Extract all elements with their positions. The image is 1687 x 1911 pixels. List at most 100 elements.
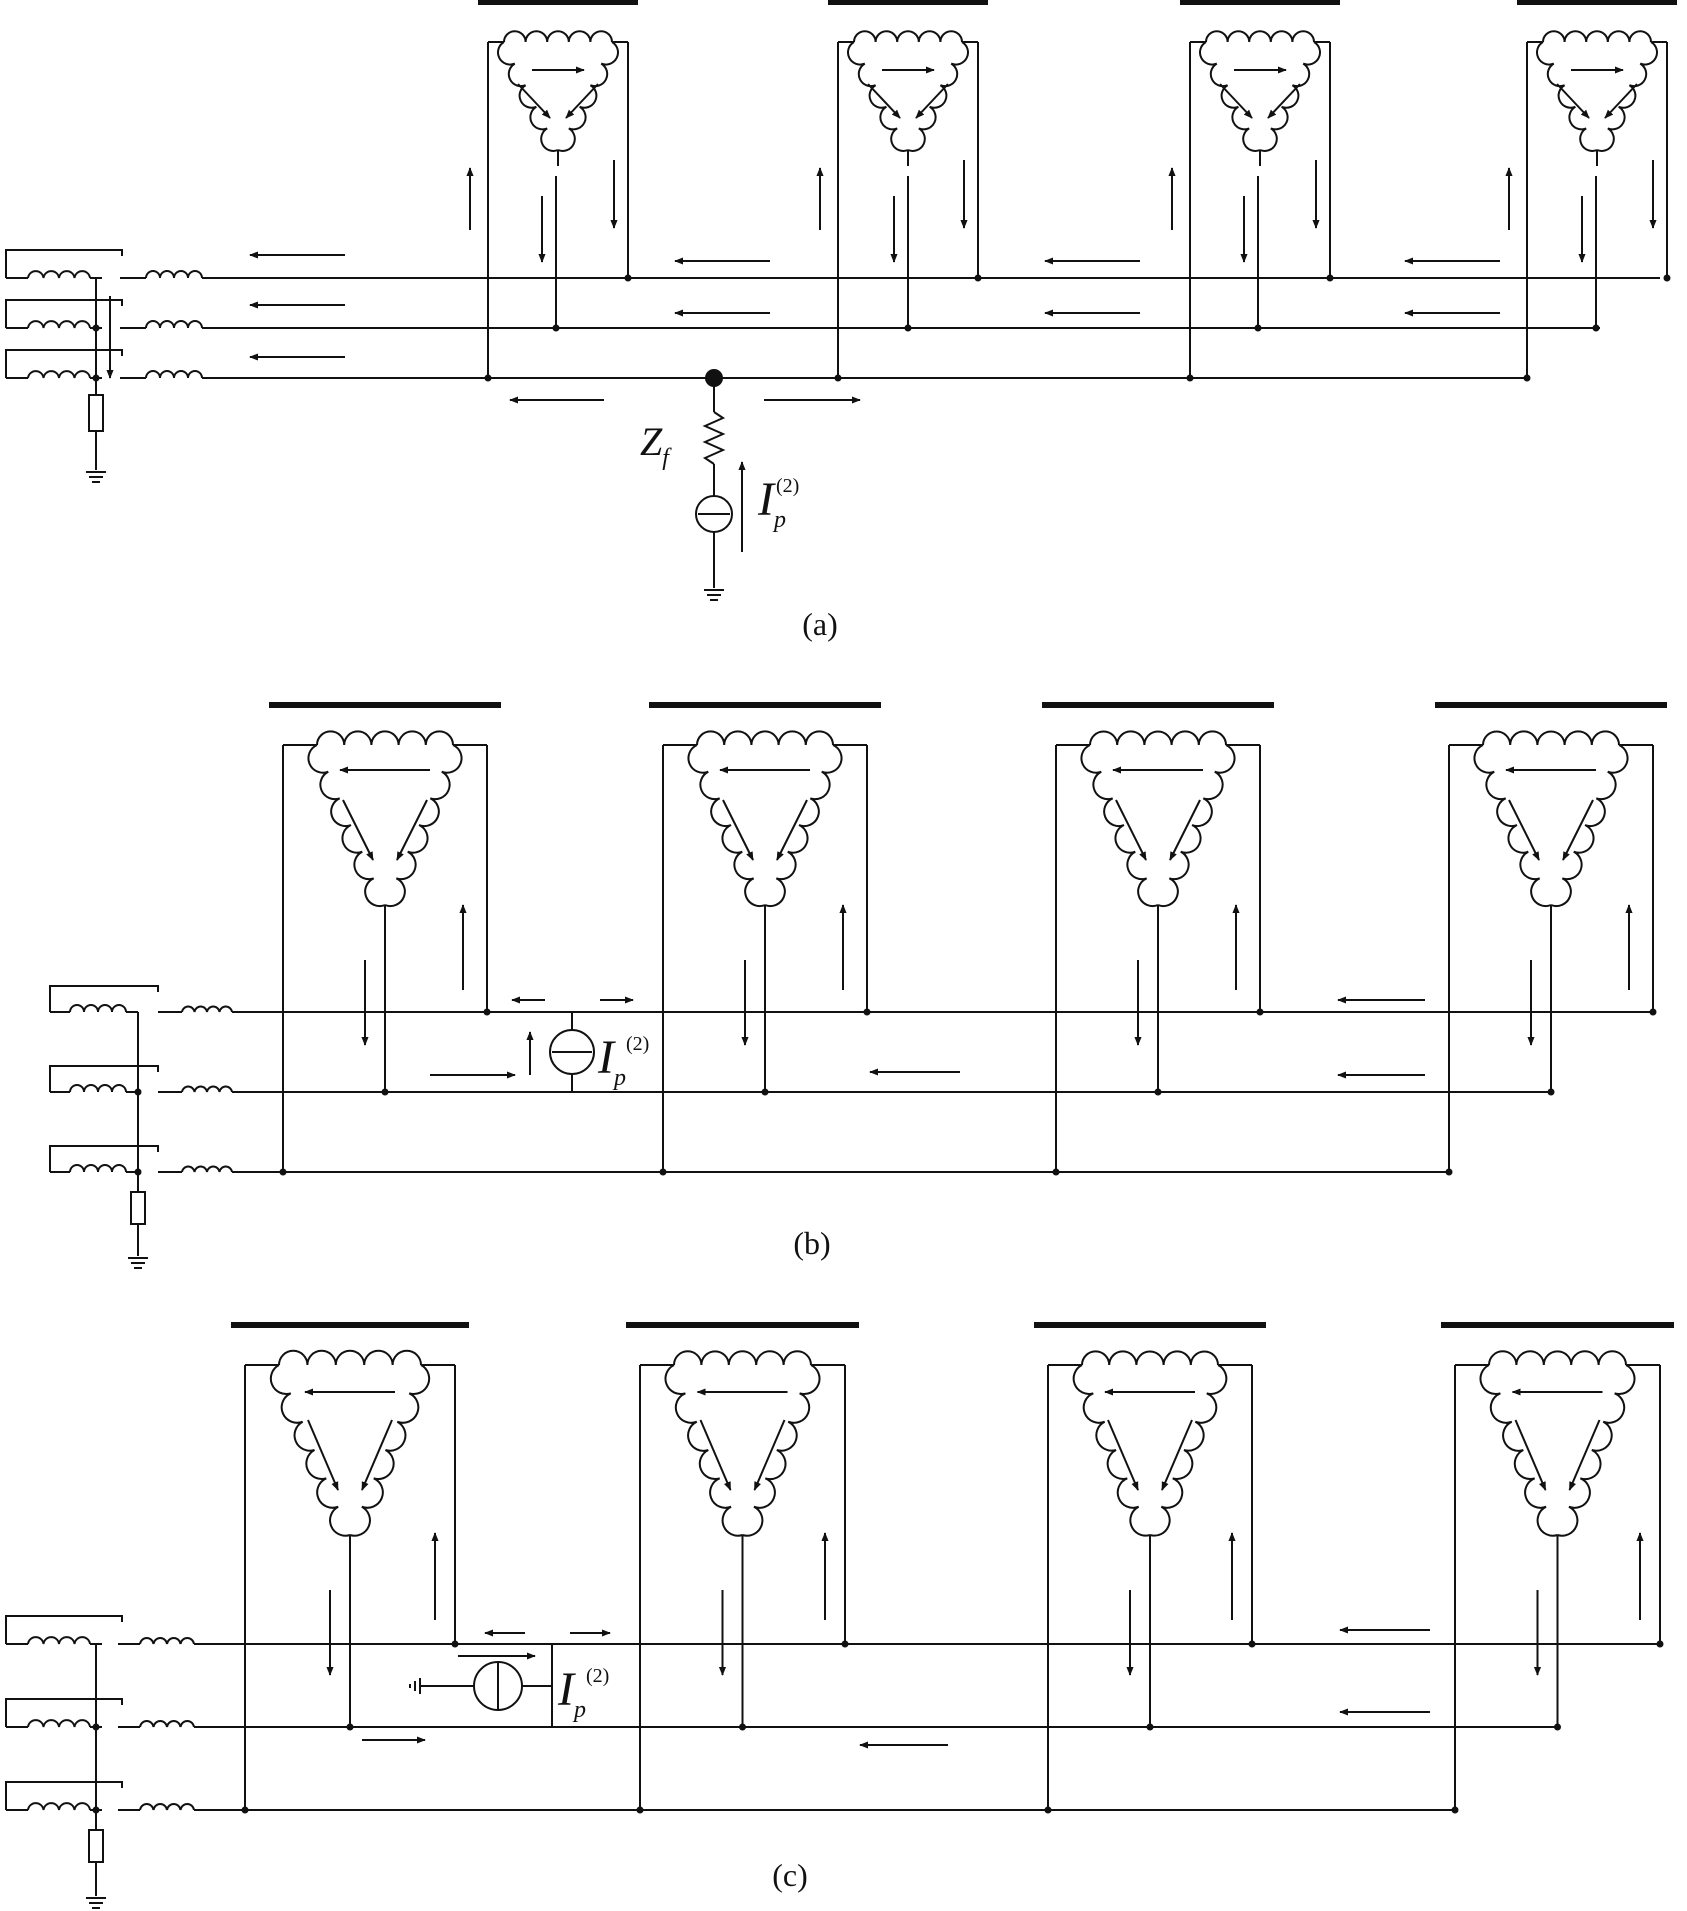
resistor — [88, 1829, 104, 1863]
panel-a-caption: (a) — [802, 606, 838, 642]
current-arrow — [361, 1419, 393, 1491]
panel-c-caption: (c) — [772, 1857, 808, 1893]
junction-dot — [1592, 324, 1600, 332]
junction-dot — [1044, 1806, 1052, 1814]
current-arrow — [1219, 83, 1253, 119]
current-arrow — [1562, 799, 1594, 861]
junction-dot — [1052, 1168, 1060, 1176]
junction-dot — [1523, 374, 1531, 382]
current-arrow — [915, 83, 949, 119]
generator-4 — [1435, 702, 1667, 1176]
resistor — [88, 394, 104, 432]
delta-winding — [497, 30, 619, 166]
junction-dot — [1547, 1088, 1555, 1096]
current-arrow — [699, 1419, 732, 1491]
junction-dot — [841, 1640, 849, 1648]
junction-dot — [381, 1088, 389, 1096]
junction-dot — [92, 1723, 100, 1731]
current-arrow — [1508, 799, 1540, 861]
delta-coil-left — [664, 1364, 743, 1537]
delta-coil-top — [278, 1349, 422, 1366]
junction-dot — [1186, 374, 1194, 382]
inductor-coil — [27, 1636, 91, 1645]
delta-coil-top — [503, 30, 613, 43]
generator-3 — [1034, 1322, 1266, 1814]
junction-dot — [1451, 1806, 1459, 1814]
delta-coil-top — [696, 730, 834, 746]
delta-coil-top — [673, 1350, 812, 1366]
generator-2 — [649, 702, 881, 1176]
inductor-coil — [27, 1802, 91, 1811]
junction-dot — [134, 1168, 142, 1176]
generator-3 — [1168, 0, 1340, 382]
junction-dot — [552, 324, 560, 332]
junction-dot — [92, 324, 100, 332]
inductor-coil — [139, 1637, 195, 1645]
panel-b-current-superscript: (2) — [626, 1033, 649, 1055]
panel-c — [5, 1322, 1674, 1909]
junction-dot — [241, 1806, 249, 1814]
delta-coil-right — [907, 41, 969, 152]
delta-coil-left — [1473, 744, 1552, 908]
source-frame — [5, 349, 123, 378]
delta-coil-right — [1550, 744, 1629, 908]
source-frame — [5, 1781, 123, 1810]
delta-coil-top — [1482, 730, 1620, 746]
generator-4 — [1505, 0, 1677, 382]
source-frame — [5, 249, 123, 278]
junction-dot — [1656, 1640, 1664, 1648]
junction-dot — [761, 1088, 769, 1096]
delta-coil-left — [269, 1364, 351, 1537]
delta-coil-right — [1149, 1364, 1228, 1537]
fault-impedance — [702, 411, 726, 465]
panel-b-current-label: Ip — [597, 1031, 626, 1091]
generator-1 — [231, 1322, 469, 1814]
inductor-coil — [69, 1084, 127, 1093]
current-arrow — [753, 1419, 786, 1491]
current-arrow — [776, 799, 808, 861]
delta-coil-right — [1259, 41, 1321, 152]
current-arrow — [565, 83, 599, 119]
source-frame — [49, 985, 159, 1012]
delta-coil-top — [1488, 1350, 1627, 1366]
delta-coil-top — [1205, 30, 1315, 43]
delta-winding — [847, 30, 969, 166]
panel-b-caption: (b) — [793, 1225, 830, 1261]
junction-dot — [346, 1723, 354, 1731]
delta-coil-top — [1089, 730, 1227, 746]
inductor-coil — [181, 1085, 233, 1093]
source-frame — [5, 1698, 123, 1727]
junction-dot — [92, 374, 100, 382]
junction-dot — [279, 1168, 287, 1176]
generator-1 — [269, 702, 501, 1176]
current-arrow — [722, 799, 754, 861]
delta-coil-right — [764, 744, 843, 908]
current-arrow — [867, 83, 901, 119]
delta-coil-right — [384, 744, 463, 908]
junction-dot — [636, 1806, 644, 1814]
delta-coil-right — [349, 1364, 431, 1537]
inductor-coil — [181, 1165, 233, 1173]
junction-dot — [451, 1640, 459, 1648]
panel-b — [49, 702, 1667, 1269]
generator-2 — [626, 1322, 859, 1814]
current-arrow — [342, 799, 374, 861]
current-arrow — [1556, 83, 1590, 119]
generator-4 — [1441, 1322, 1674, 1814]
delta-coil-left — [307, 744, 386, 908]
current-arrow — [1568, 1419, 1601, 1491]
junction-dot — [484, 374, 492, 382]
current-arrow — [1115, 799, 1147, 861]
inductor-coil — [27, 370, 91, 379]
inductor-coil — [27, 1719, 91, 1728]
inductor-coil — [181, 1005, 233, 1013]
delta-coil-top — [1081, 1350, 1219, 1366]
source-frame — [5, 1615, 123, 1644]
junction-dot — [1326, 274, 1334, 282]
junction-dot — [1256, 1008, 1264, 1016]
inductor-coil — [139, 1803, 195, 1811]
source-frame — [5, 299, 123, 328]
inductor-coil — [145, 370, 203, 379]
panel-a-current-superscript: (2) — [776, 475, 799, 497]
current-arrow — [1107, 1419, 1139, 1491]
